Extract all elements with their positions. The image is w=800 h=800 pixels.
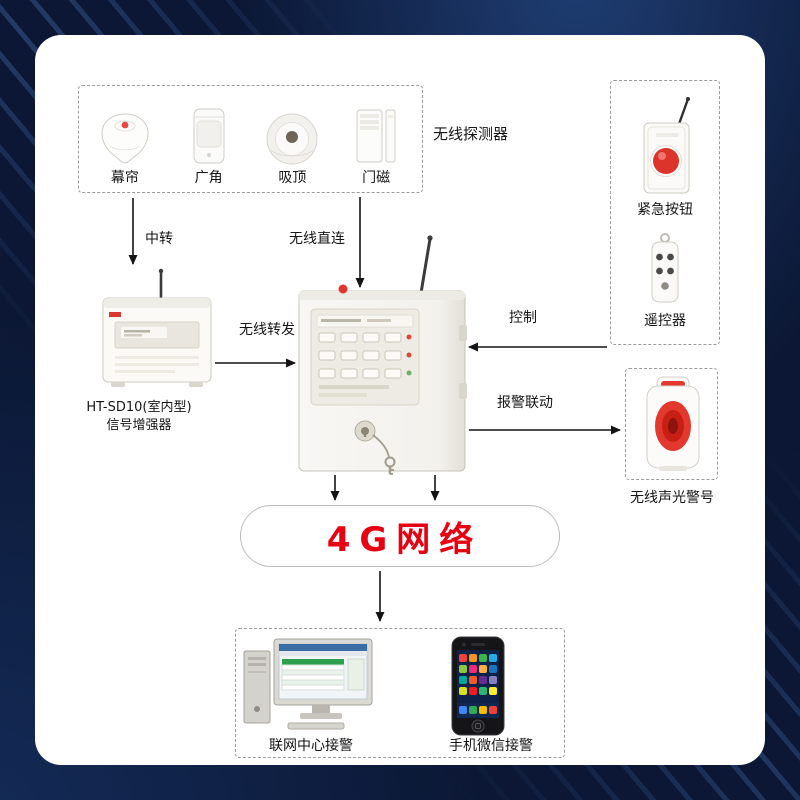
remote-control-item: 遥控器 [642, 230, 688, 330]
remote-controls-group: 紧急按钮 遥控器 [610, 80, 720, 345]
relay-arrow-label: 中转 [145, 231, 173, 247]
remote-control-label: 遥控器 [644, 312, 686, 329]
signal-repeater-model: HT-SD10(室内型) [86, 400, 192, 415]
network-node: 4G网络 [240, 505, 560, 567]
curtain-sensor-item: 幕帘 [83, 92, 167, 187]
alarm-center-computer-icon [243, 638, 373, 730]
linkage-arrow-label: 报警联动 [497, 395, 553, 411]
door-magnet-icon [353, 102, 399, 166]
door-magnet-item: 门磁 [334, 92, 418, 187]
door-magnet-label: 门磁 [362, 170, 391, 187]
signal-repeater-label: HT-SD10(室内型) 信号增强器 [53, 399, 225, 434]
wide-angle-sensor-label: 广角 [194, 170, 223, 187]
wechat-receiver-label: 手机微信接警 [449, 738, 533, 754]
emergency-button-item: 紧急按钮 [629, 95, 701, 219]
forward-arrow-label: 无线转发 [239, 322, 295, 338]
signal-repeater-name: 信号增强器 [106, 417, 172, 433]
control-arrow-label: 控制 [509, 310, 537, 326]
curtain-sensor-icon [96, 102, 154, 166]
receivers-group: 联网中心接警 手机微信接警 [235, 628, 565, 758]
ceiling-sensor-item: 吸顶 [251, 92, 335, 187]
wireless-detectors-caption: 无线探测器 [433, 125, 509, 143]
smartphone-icon [451, 636, 505, 736]
network-label: 4G网络 [326, 519, 483, 560]
alarm-center-label: 联网中心接警 [269, 738, 353, 754]
ceiling-sensor-label: 吸顶 [278, 170, 307, 187]
signal-repeater-icon [102, 268, 212, 387]
curtain-sensor-label: 幕帘 [110, 170, 139, 187]
diagram-canvas: 幕帘 广角 [35, 35, 765, 765]
wireless-detectors-group: 幕帘 广角 [78, 85, 423, 193]
direct-connect-arrow-label: 无线直连 [289, 231, 345, 247]
alarm-panel-icon [298, 235, 467, 475]
remote-control-icon [651, 232, 679, 303]
siren-group [625, 368, 718, 480]
emergency-button-label: 紧急按钮 [637, 202, 693, 219]
siren-label: 无线声光警号 [630, 490, 714, 506]
wide-angle-sensor-item: 广角 [167, 92, 251, 187]
emergency-button-icon [643, 97, 690, 194]
siren-icon [646, 376, 699, 471]
ceiling-sensor-icon [261, 102, 323, 166]
wide-angle-sensor-icon [188, 102, 230, 166]
